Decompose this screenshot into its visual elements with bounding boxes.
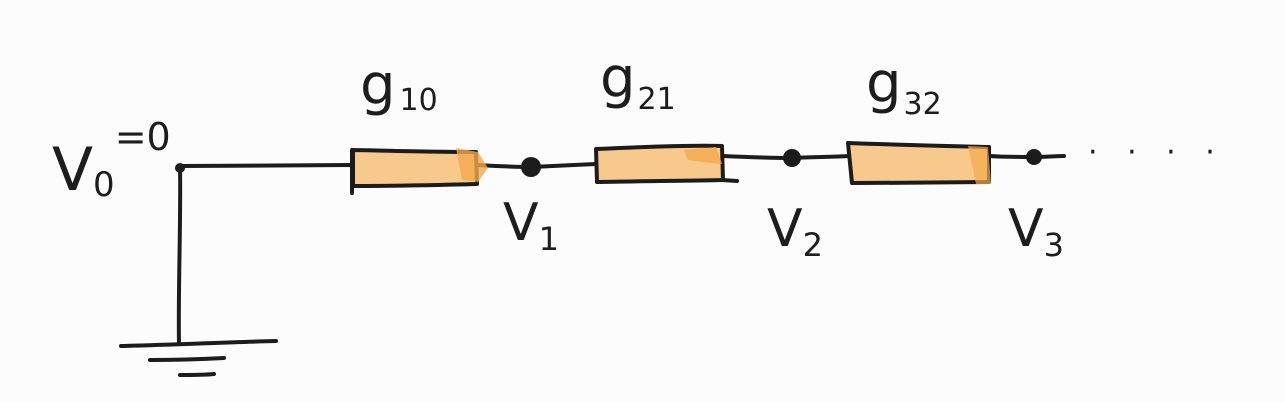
resistor-g10-body [351, 148, 479, 188]
label-g32: g32 [866, 51, 942, 122]
resistor-g21 [594, 143, 739, 184]
node-dot-icon-v3 [1026, 149, 1042, 165]
ground-symbol-icon [119, 339, 278, 377]
node-dot-icon-v0 [175, 163, 185, 173]
label-v3: V3 [1008, 199, 1064, 264]
node-dot-icon-v2 [783, 149, 801, 167]
resistor-g32-body [846, 141, 991, 185]
label-g21: g21 [600, 46, 676, 117]
ground-branch [119, 166, 278, 377]
ground-wire [176, 166, 183, 346]
wire-g21-v2 [721, 154, 794, 160]
resistor-g32 [846, 141, 991, 185]
node-dot-icon-v1 [521, 157, 541, 177]
continuation-ellipsis: · · · · [1088, 135, 1225, 170]
label-v2: V2 [767, 199, 823, 264]
label-v1: V1 [503, 193, 559, 258]
label-v0: V0=0 [52, 115, 171, 205]
wire-v0-g10 [178, 163, 354, 168]
resistor-g10 [350, 148, 488, 195]
